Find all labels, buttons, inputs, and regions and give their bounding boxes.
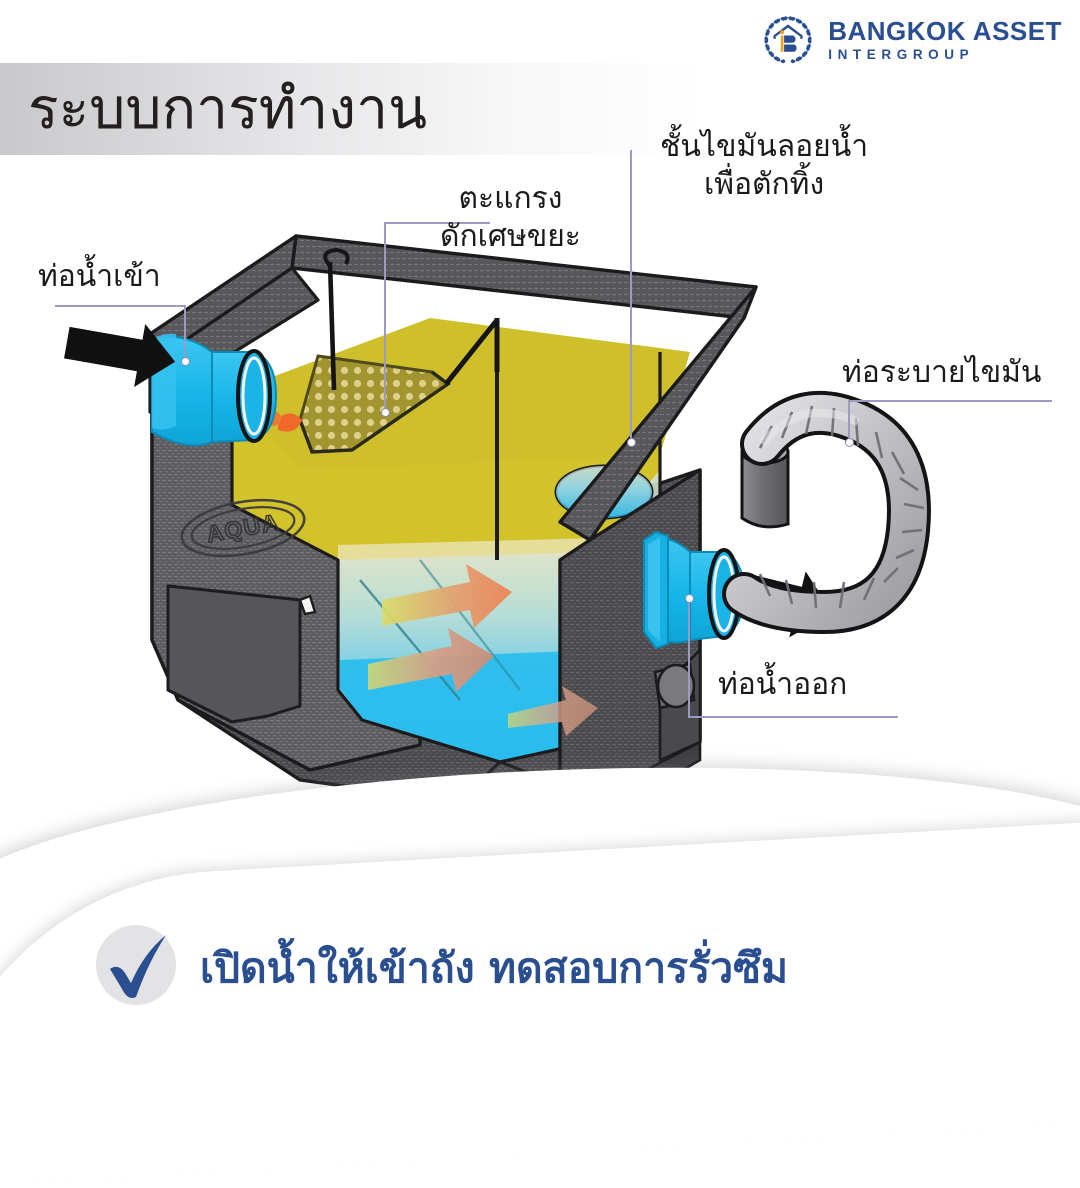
- label-grease-line2: เพื่อตักทิ้ง: [703, 167, 825, 202]
- label-grease-line1: ชั้นไขมันลอยน้ำ: [660, 129, 869, 164]
- brand-logo: BANGKOK ASSET INTERGROUP: [760, 12, 1062, 68]
- leader-dot-drain: [845, 438, 854, 447]
- footer-caption: เปิดน้ำให้เข้าถัง ทดสอบการรั่วซึม: [200, 943, 789, 992]
- label-grease: ชั้นไขมันลอยน้ำ เพื่อตักทิ้ง: [660, 128, 868, 204]
- debris-screen: [266, 247, 500, 454]
- check-mark-icon: [96, 925, 182, 1011]
- label-screen-line1: ตะแกรง: [458, 181, 563, 216]
- leader-drain-h: [848, 400, 1052, 402]
- tank-body: AQUA: [148, 234, 758, 820]
- flow-arrows: [368, 564, 598, 736]
- leader-screen-h: [420, 222, 490, 224]
- brand-name: BANGKOK ASSET: [828, 16, 1062, 47]
- leader-screen-h2: [384, 222, 420, 224]
- header-band: [0, 63, 700, 155]
- drain-boss: [653, 662, 696, 710]
- leader-grease-v: [630, 150, 632, 442]
- leader-dot-grease: [627, 438, 636, 447]
- inlet-flow-arrow-icon: [64, 323, 176, 387]
- leader-drain-v: [848, 400, 850, 442]
- leader-inlet-v: [184, 305, 186, 361]
- infographic-canvas: ระบบการทำงาน: [0, 12, 1062, 1011]
- outlet-pipe: [643, 530, 746, 650]
- leader-dot-screen: [381, 408, 390, 417]
- grease-trap-diagram: AQUA: [64, 234, 931, 820]
- leader-inlet-h: [55, 305, 185, 307]
- label-screen: ตะแกรง ดักเศษขยะ: [440, 180, 581, 256]
- brand-tagline: INTERGROUP: [828, 47, 975, 63]
- label-inlet: ท่อน้ำเข้า: [38, 259, 161, 294]
- leader-outlet-h: [688, 716, 898, 718]
- footer-caption-row: เปิดน้ำให้เข้าถัง ทดสอบการรั่วซึม: [96, 925, 788, 1011]
- brand-wordmark: BANGKOK ASSET INTERGROUP: [828, 18, 1062, 62]
- leader-dot-outlet: [685, 594, 694, 603]
- leader-outlet-v: [688, 600, 690, 716]
- page-title: ระบบการทำงาน: [28, 76, 428, 142]
- label-screen-line2: ดักเศษขยะ: [440, 219, 581, 254]
- label-grease-drain: ท่อระบายไขมัน: [842, 355, 1042, 390]
- laurel-house-b-logo-icon: [760, 12, 816, 68]
- leader-dot-inlet: [181, 357, 190, 366]
- label-outlet: ท่อน้ำออก: [718, 667, 848, 702]
- grease-drain-hose: [722, 390, 931, 635]
- leader-screen-v: [384, 222, 386, 412]
